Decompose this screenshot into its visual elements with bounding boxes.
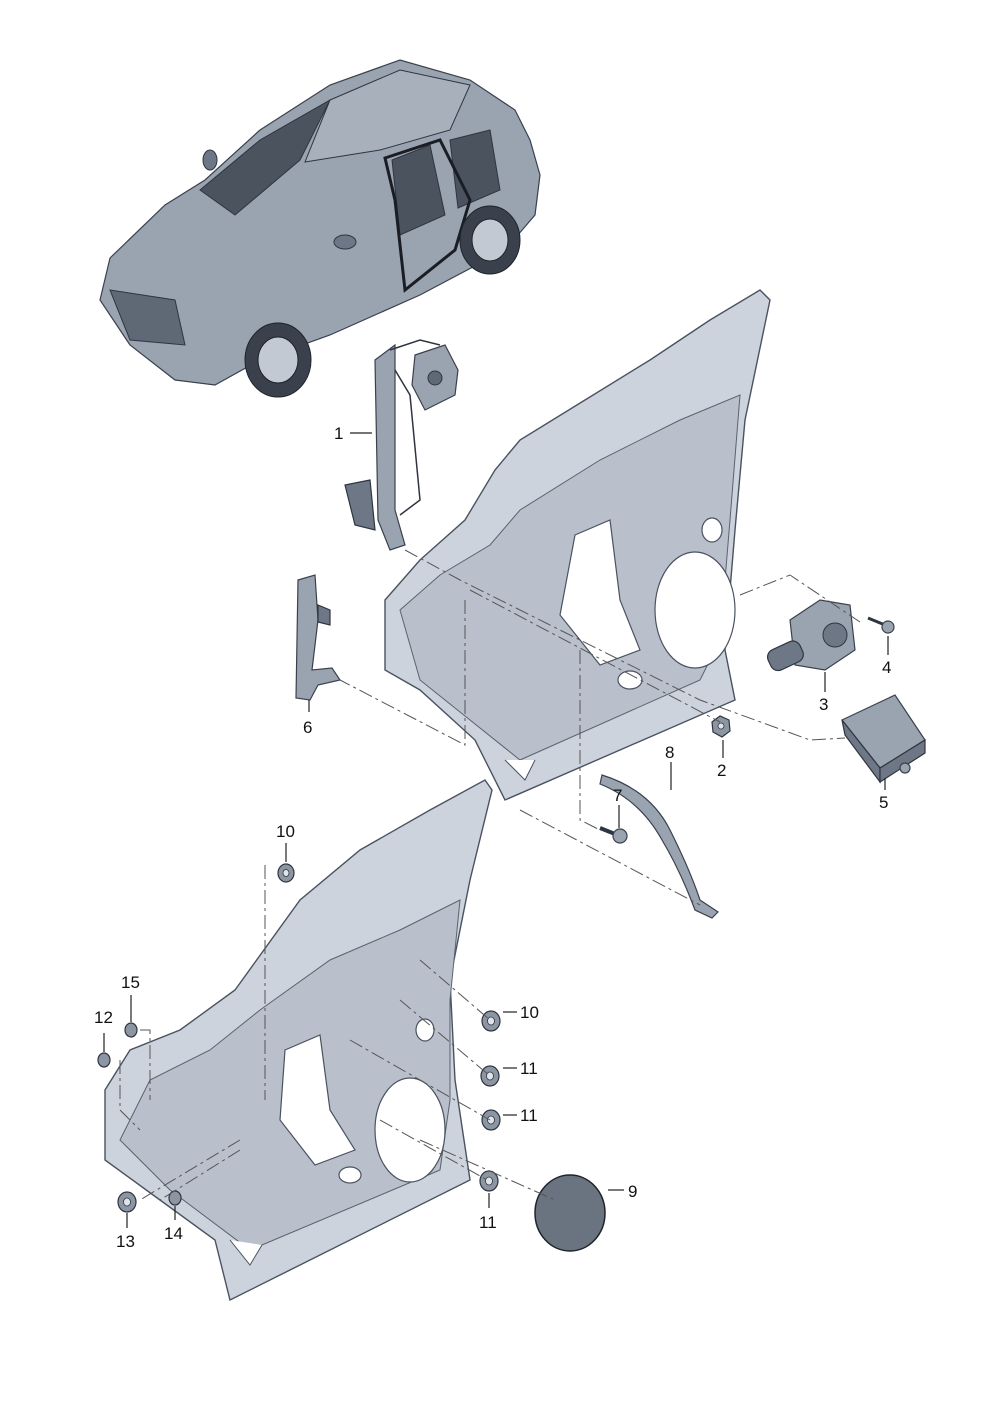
window-regulator: [344, 339, 459, 551]
assembly-lines: [119, 549, 861, 1201]
callout-7: 7: [613, 786, 622, 805]
callout-11-c: 11: [479, 1213, 497, 1232]
grommet-11-c: [479, 1170, 499, 1192]
grommet-11-b: [481, 1109, 501, 1131]
callout-15: 15: [121, 973, 140, 992]
plug-12: [97, 1052, 111, 1068]
callout-9: 9: [628, 1182, 637, 1201]
callout-2: 2: [717, 761, 726, 780]
callout-numbers: 1 6 2 3 4 5 7 8 9 10 10 11 11 11 12 13 1…: [94, 424, 891, 1251]
callout-12: 12: [94, 1008, 113, 1027]
guide-rail: [295, 574, 341, 701]
nut: [711, 715, 731, 738]
motor-screw: [867, 616, 895, 634]
callout-6: 6: [303, 718, 312, 737]
trim-strip: [599, 774, 719, 919]
grommet-10-lower: [481, 1010, 501, 1032]
grommet-11-a: [480, 1065, 500, 1087]
plug-15: [124, 1022, 138, 1038]
callout-3: 3: [819, 695, 828, 714]
control-unit: [841, 694, 926, 784]
window-motor: [766, 599, 856, 672]
callout-11-a: 11: [520, 1059, 538, 1078]
speaker-cover: [534, 1174, 606, 1252]
grommet-10-upper: [277, 863, 295, 883]
callout-13: 13: [116, 1232, 135, 1251]
callout-4: 4: [882, 658, 891, 677]
callout-10-lower: 10: [520, 1003, 539, 1022]
plug-13: [117, 1191, 137, 1213]
vehicle-illustration: [99, 59, 541, 398]
callout-10-upper: 10: [276, 822, 295, 841]
bolt: [599, 826, 628, 844]
callout-11-b: 11: [520, 1106, 538, 1125]
callout-8: 8: [665, 743, 674, 762]
lower-door-inner-panel: [104, 779, 493, 1302]
upper-door-inner-panel: [384, 289, 771, 801]
leader-lines: [103, 432, 889, 1228]
callout-14: 14: [164, 1224, 183, 1243]
callout-5: 5: [879, 793, 888, 812]
callout-1: 1: [334, 424, 343, 443]
